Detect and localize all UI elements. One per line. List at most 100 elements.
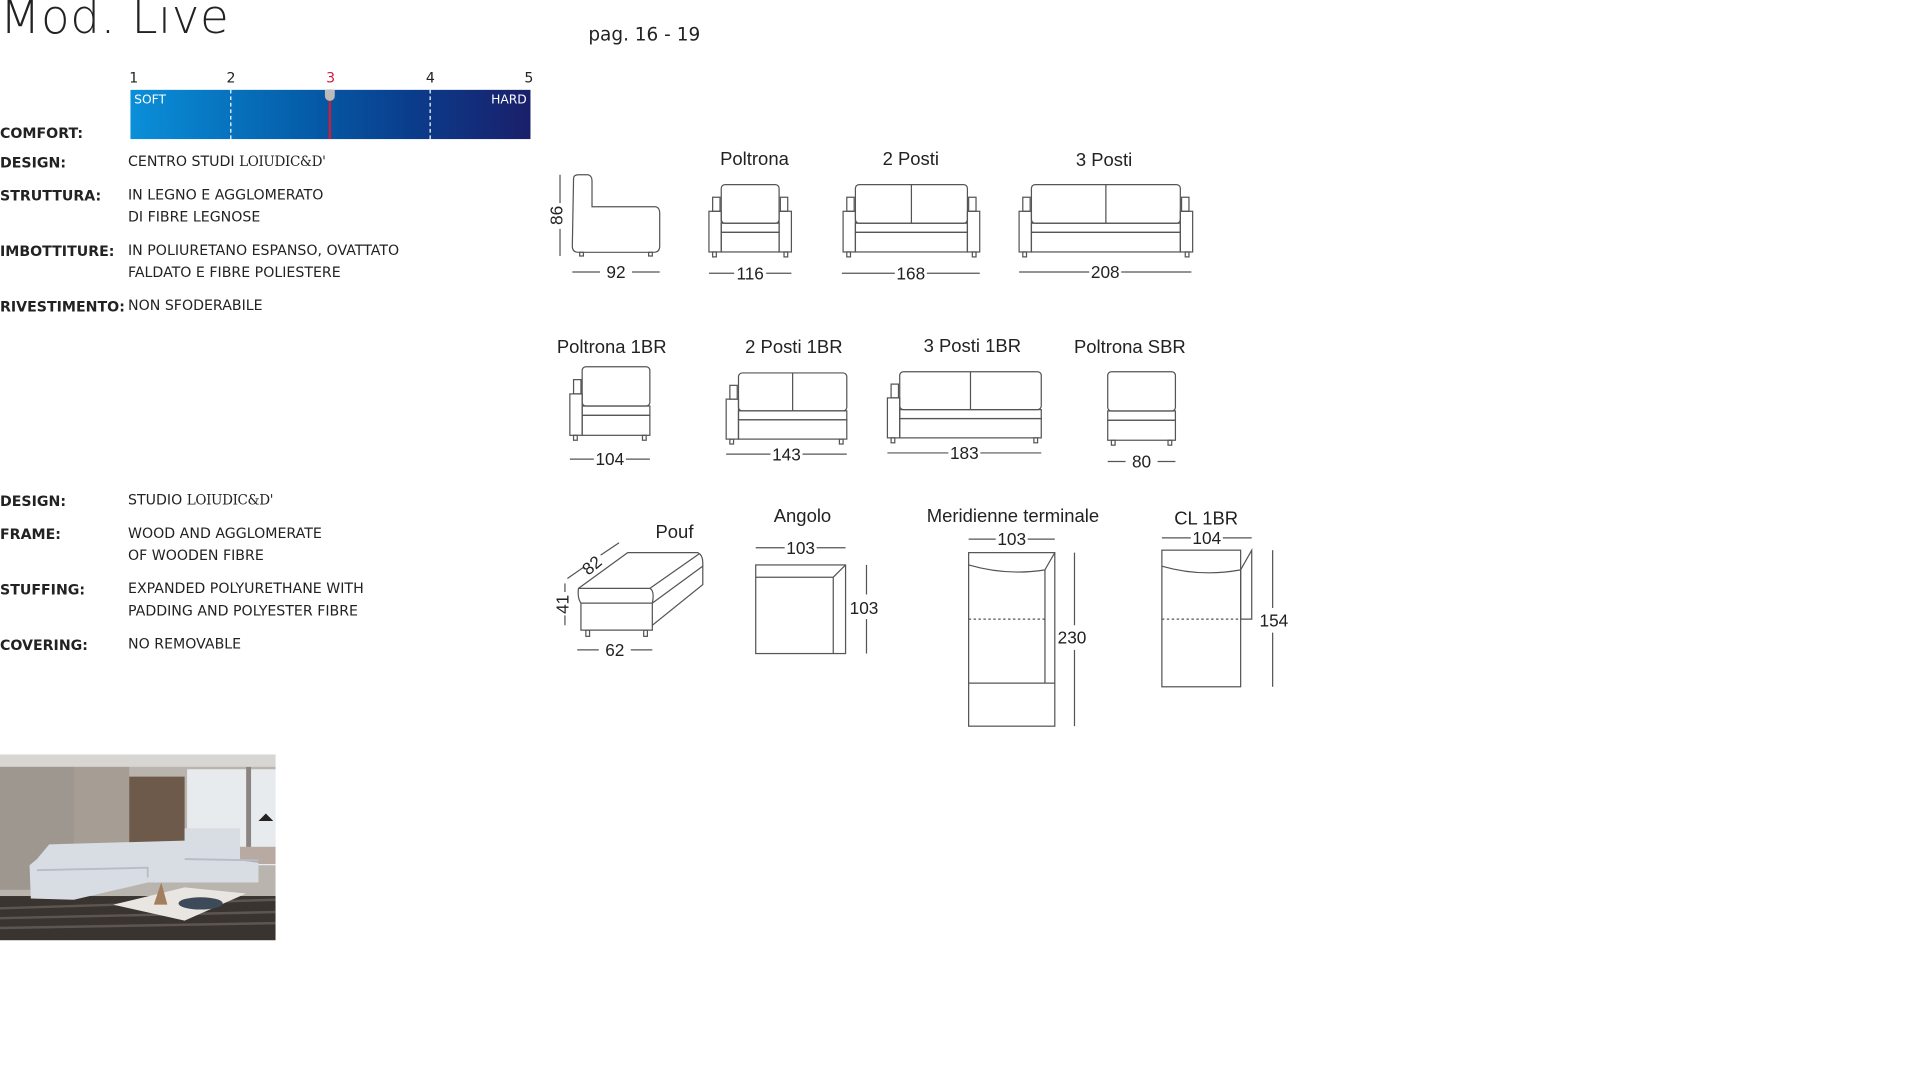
page-reference: pag. 16 - 19 — [588, 23, 701, 46]
hard-label: HARD — [491, 93, 527, 108]
dimension-label: 104 — [595, 449, 624, 469]
sofa-leg — [1184, 251, 1190, 258]
armrest-top — [1180, 196, 1190, 212]
spec-line: EXPANDED POLYURETHANE WITH — [128, 579, 364, 597]
dimension-label: 92 — [606, 262, 625, 282]
spec-label: DESIGN: — [0, 153, 67, 172]
sofa-leg — [1167, 439, 1173, 446]
armrest — [725, 398, 740, 440]
spec-value: WOOD AND AGGLOMERATE OF WOODEN FIBRE — [128, 522, 322, 566]
sofa-seat — [737, 410, 848, 421]
spec-line: OF WOODEN FIBRE — [128, 546, 264, 564]
armrest-top — [846, 196, 855, 212]
spec-label: STUFFING: — [0, 580, 86, 599]
sofa-seat — [899, 408, 1042, 420]
armrest-top — [890, 383, 900, 399]
sofa-base — [854, 231, 969, 253]
sofa-seat — [854, 222, 969, 233]
sofa-base — [737, 419, 848, 440]
spec-value: STUDIO LOIUDIC&D' — [128, 489, 273, 512]
sofa-base — [899, 417, 1042, 439]
angolo-outline — [755, 564, 847, 655]
armrest — [778, 210, 793, 253]
armrest-top — [779, 196, 789, 212]
sofa-leg — [1022, 251, 1028, 258]
product-photo — [0, 754, 276, 941]
sofa-leg — [729, 438, 735, 445]
dimension-label: 154 — [1260, 610, 1289, 630]
pouf-edge — [578, 553, 704, 626]
sofa-back — [581, 366, 651, 407]
dimension-label: 80 — [1132, 452, 1151, 472]
model-title: Mod. Live — [0, 0, 230, 45]
comfort-tick-1: 1 — [129, 68, 139, 87]
element-name: Pouf — [655, 521, 694, 542]
comfort-bar: SOFT HARD — [130, 89, 531, 140]
element-name: CL 1BR — [1174, 507, 1238, 528]
spec-line: IN POLIURETANO ESPANSO, OVATTATO — [128, 241, 400, 259]
spec-label: DESIGN: — [0, 492, 67, 510]
spec-value: NON SFODERABILE — [128, 294, 263, 316]
sofa-base — [720, 231, 780, 253]
sofa-back — [720, 184, 780, 224]
comfort-tick-3: 3 — [326, 68, 336, 87]
element-name: Poltrona SBR — [1074, 336, 1186, 357]
armrest — [1018, 210, 1033, 253]
dimension-label: 103 — [850, 598, 879, 618]
pouf-leg — [585, 629, 591, 637]
sofa-leg — [579, 251, 585, 257]
dimension-label: 143 — [772, 444, 801, 464]
dimension-label: 103 — [997, 529, 1026, 549]
armrest-top — [572, 379, 582, 395]
comfort-label: COMFORT: — [0, 124, 84, 142]
element-name: Poltrona — [720, 148, 789, 169]
sofa-seat — [1107, 410, 1177, 421]
dimension-label: 230 — [1058, 628, 1087, 648]
spec-label: FRAME: — [0, 525, 61, 543]
sofa-seat — [1030, 222, 1181, 233]
sofa-leg — [712, 251, 717, 258]
dimension-line — [600, 542, 620, 556]
sofa-back — [1107, 371, 1177, 412]
sofa-leg — [890, 437, 896, 444]
dimension-label: 41 — [553, 595, 573, 614]
spec-line: WOOD AND AGGLOMERATE — [128, 524, 322, 542]
sofa-base — [1107, 419, 1177, 441]
armrest-top — [712, 196, 721, 212]
spec-line: NO REMOVABLE — [128, 635, 242, 653]
armrest — [708, 210, 722, 253]
element-name: Poltrona 1BR — [557, 336, 667, 357]
comfort-marker-knob — [324, 89, 335, 101]
pouf-leg — [643, 629, 649, 637]
sofa-leg — [641, 434, 647, 441]
comfort-marker — [328, 89, 332, 140]
spec-label: COVERING: — [0, 636, 88, 654]
spec-label: STRUTTURA: — [0, 187, 102, 205]
armrest-top — [968, 196, 977, 212]
dimension-label: 104 — [1192, 528, 1221, 548]
dimension-label: 183 — [950, 443, 979, 463]
armrest — [966, 210, 981, 253]
armrest-top — [1022, 196, 1031, 212]
dimension-label: 168 — [896, 263, 925, 283]
dimension-label: 116 — [736, 263, 763, 283]
brand-name: LOIUDIC&D' — [239, 153, 326, 170]
angolo-back — [755, 564, 846, 654]
spec-label: IMBOTTITURE: — [0, 242, 115, 260]
dimension-line — [567, 566, 584, 579]
armrest — [569, 393, 583, 436]
sofa-leg — [838, 438, 844, 445]
armrest — [842, 210, 857, 253]
meridienne-outline — [968, 552, 1056, 727]
sofa-base — [581, 414, 651, 436]
sofa-leg — [846, 251, 852, 258]
spec-value: CENTRO STUDI LOIUDIC&D' — [128, 150, 326, 173]
divider — [429, 89, 431, 140]
sofa-leg — [971, 251, 977, 258]
sofa-leg — [1033, 437, 1039, 444]
soft-label: SOFT — [134, 93, 167, 108]
